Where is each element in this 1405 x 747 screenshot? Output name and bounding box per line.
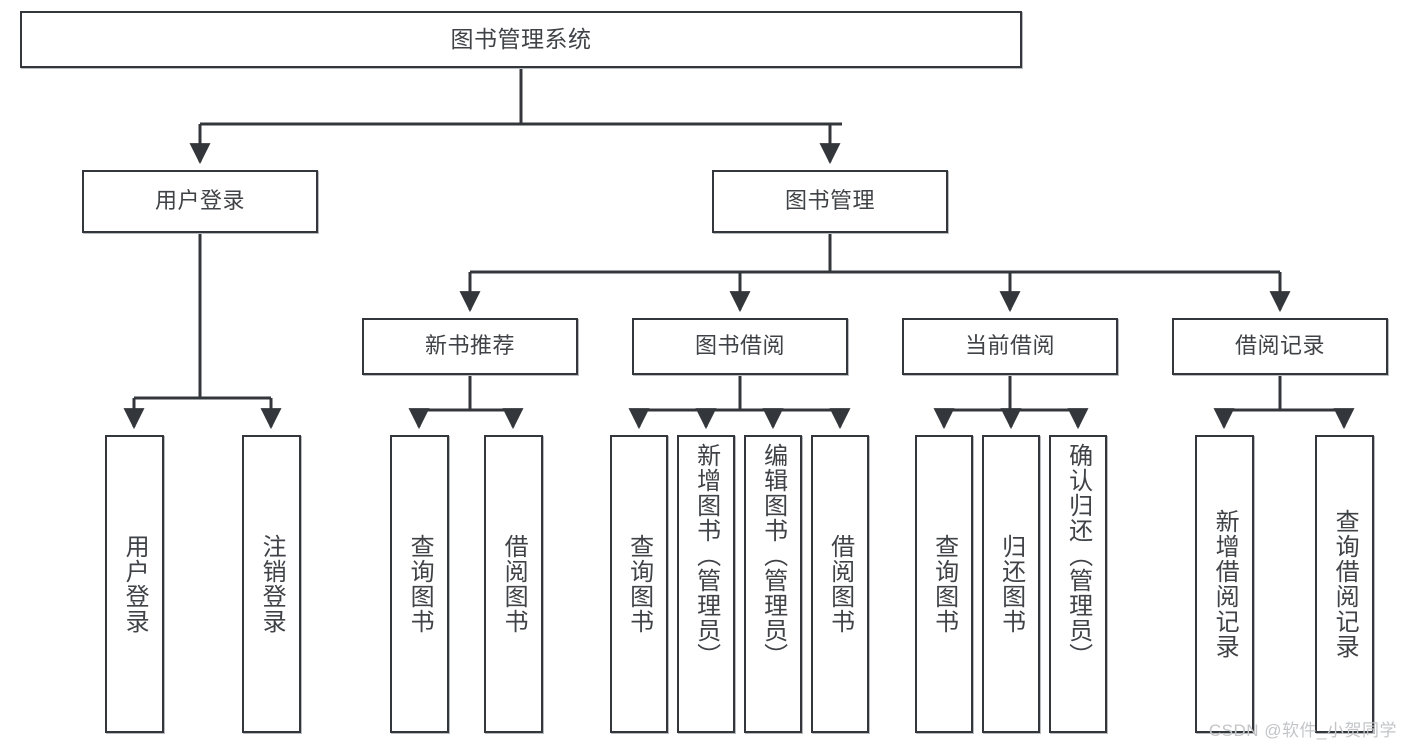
node-leaf-return-book[interactable]: 归还图书 [982,435,1040,733]
node-leaf-query-borrow-record-label: 查询借阅记录 [1331,509,1359,659]
node-leaf-user-login-label: 用户登录 [121,534,149,634]
node-leaf-edit-book-admin[interactable]: 编辑图书（管理员） [744,435,802,733]
node-leaf-borrow-book-rec-label: 借阅图书 [500,534,528,634]
node-leaf-user-logout[interactable]: 注销登录 [242,435,301,733]
node-current-borrow[interactable]: 当前借阅 [902,318,1118,375]
node-leaf-query-book-rec-label: 查询图书 [406,534,434,634]
node-leaf-query-book-cur-label: 查询图书 [930,534,958,634]
node-leaf-confirm-return-admin-label: 确认归还（管理员） [1064,443,1092,668]
node-book-borrow-label: 图书借阅 [694,333,785,359]
node-leaf-add-borrow-record[interactable]: 新增借阅记录 [1195,435,1254,733]
node-leaf-borrow-book-rec[interactable]: 借阅图书 [484,435,543,733]
watermark: CSDN @软件_小贺同学 [1208,721,1397,740]
node-leaf-borrow-book[interactable]: 借阅图书 [811,435,869,733]
node-new-book-rec[interactable]: 新书推荐 [362,318,578,375]
node-user-login-label: 用户登录 [154,188,245,214]
node-leaf-user-logout-label: 注销登录 [258,534,286,634]
node-leaf-query-book[interactable]: 查询图书 [610,435,668,733]
node-new-book-rec-label: 新书推荐 [424,333,515,359]
node-current-borrow-label: 当前借阅 [964,333,1055,359]
node-leaf-user-login[interactable]: 用户登录 [105,435,164,733]
node-book-borrow[interactable]: 图书借阅 [632,318,848,375]
node-leaf-query-book-label: 查询图书 [625,534,653,634]
node-leaf-query-borrow-record[interactable]: 查询借阅记录 [1315,435,1374,733]
node-leaf-query-book-rec[interactable]: 查询图书 [390,435,449,733]
node-leaf-edit-book-admin-label: 编辑图书（管理员） [759,443,787,668]
node-user-login[interactable]: 用户登录 [82,170,318,233]
node-borrow-record[interactable]: 借阅记录 [1172,318,1388,375]
node-leaf-add-book-admin[interactable]: 新增图书（管理员） [677,435,735,733]
node-leaf-add-book-admin-label: 新增图书（管理员） [692,443,720,668]
node-borrow-record-label: 借阅记录 [1234,333,1325,359]
node-leaf-query-book-cur[interactable]: 查询图书 [915,435,973,733]
node-book-manage[interactable]: 图书管理 [712,170,948,233]
node-root-label: 图书管理系统 [450,25,592,52]
node-leaf-add-borrow-record-label: 新增借阅记录 [1211,509,1239,659]
node-leaf-confirm-return-admin[interactable]: 确认归还（管理员） [1049,435,1107,733]
node-book-manage-label: 图书管理 [784,188,875,214]
node-leaf-return-book-label: 归还图书 [997,534,1025,634]
node-root[interactable]: 图书管理系统 [20,11,1022,68]
node-leaf-borrow-book-label: 借阅图书 [826,534,854,634]
